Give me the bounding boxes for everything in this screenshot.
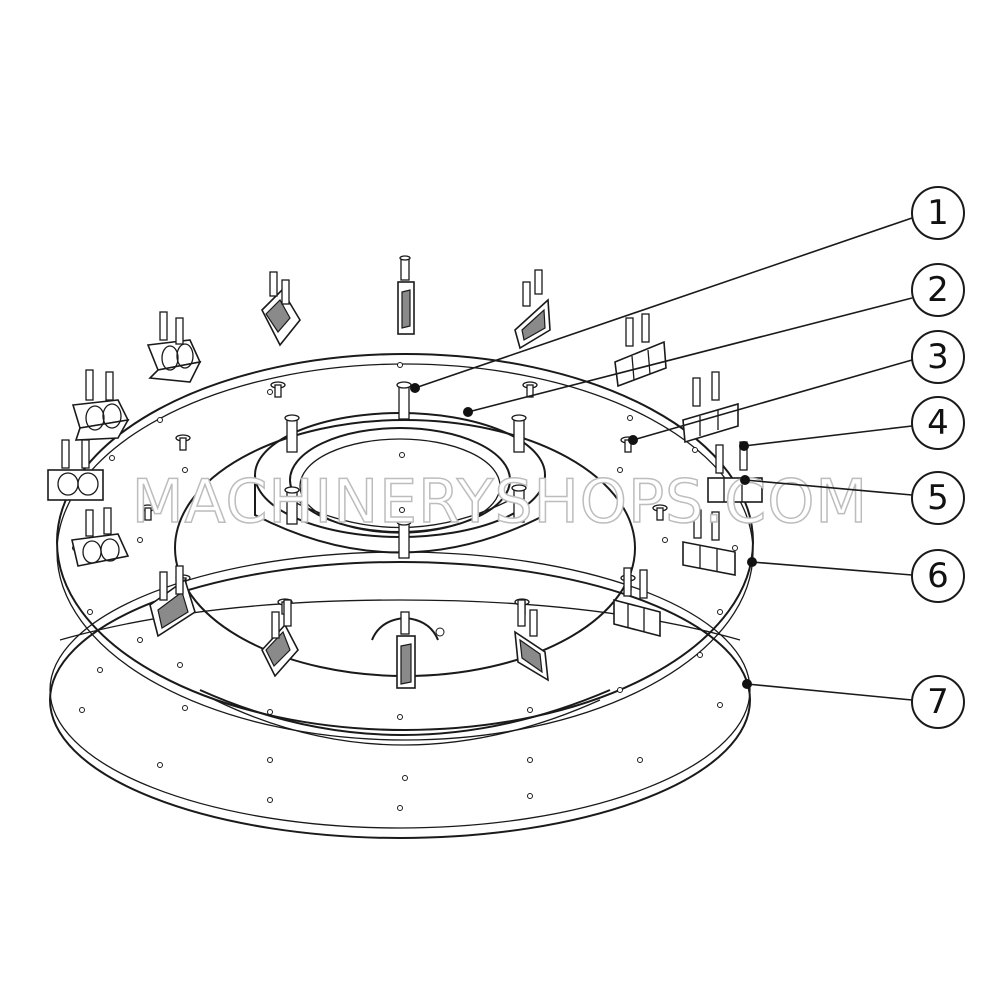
clamp-block-top-right [514, 269, 551, 350]
callout-label: 7 [927, 682, 949, 722]
clamp-blocks [47, 255, 763, 689]
clamp-block-left-5 [149, 565, 196, 638]
clamp-block-left-2 [71, 369, 130, 441]
clamp-block-left-6 [261, 599, 299, 678]
clamp-block-right-4 [682, 371, 739, 444]
callout-6: 6 [911, 549, 965, 603]
callout-3: 3 [911, 330, 965, 384]
callout-label: 4 [927, 403, 949, 443]
clamp-block-left-1 [146, 311, 202, 383]
callout-label: 3 [927, 337, 949, 377]
leader-lines [410, 217, 913, 701]
plate-holes [72, 362, 738, 811]
clamp-block-right-2 [682, 509, 736, 576]
callout-label: 5 [927, 478, 949, 518]
callout-4: 4 [911, 396, 965, 450]
callout-label: 1 [927, 193, 949, 233]
watermark: MACHINERYSHOPS.COM [132, 467, 868, 537]
callout-label: 2 [927, 270, 949, 310]
clamp-block-top [397, 255, 415, 335]
clamp-block-bottom-right [514, 599, 549, 682]
callout-7: 7 [911, 675, 965, 729]
clamp-block-left-3 [47, 439, 104, 501]
clamp-block-left-4 [71, 507, 130, 567]
inner-skirt [199, 689, 611, 746]
clamp-block-right-5 [614, 313, 667, 388]
clamp-block-bottom [396, 611, 416, 689]
callout-2: 2 [911, 263, 965, 317]
hub-pins [284, 381, 527, 559]
callout-label: 6 [927, 556, 949, 596]
callout-5: 5 [911, 471, 965, 525]
clamp-block-top-left [261, 271, 301, 347]
callout-1: 1 [911, 186, 965, 240]
upper-ring-plate [56, 353, 754, 741]
clamp-block-right-1 [613, 567, 661, 638]
